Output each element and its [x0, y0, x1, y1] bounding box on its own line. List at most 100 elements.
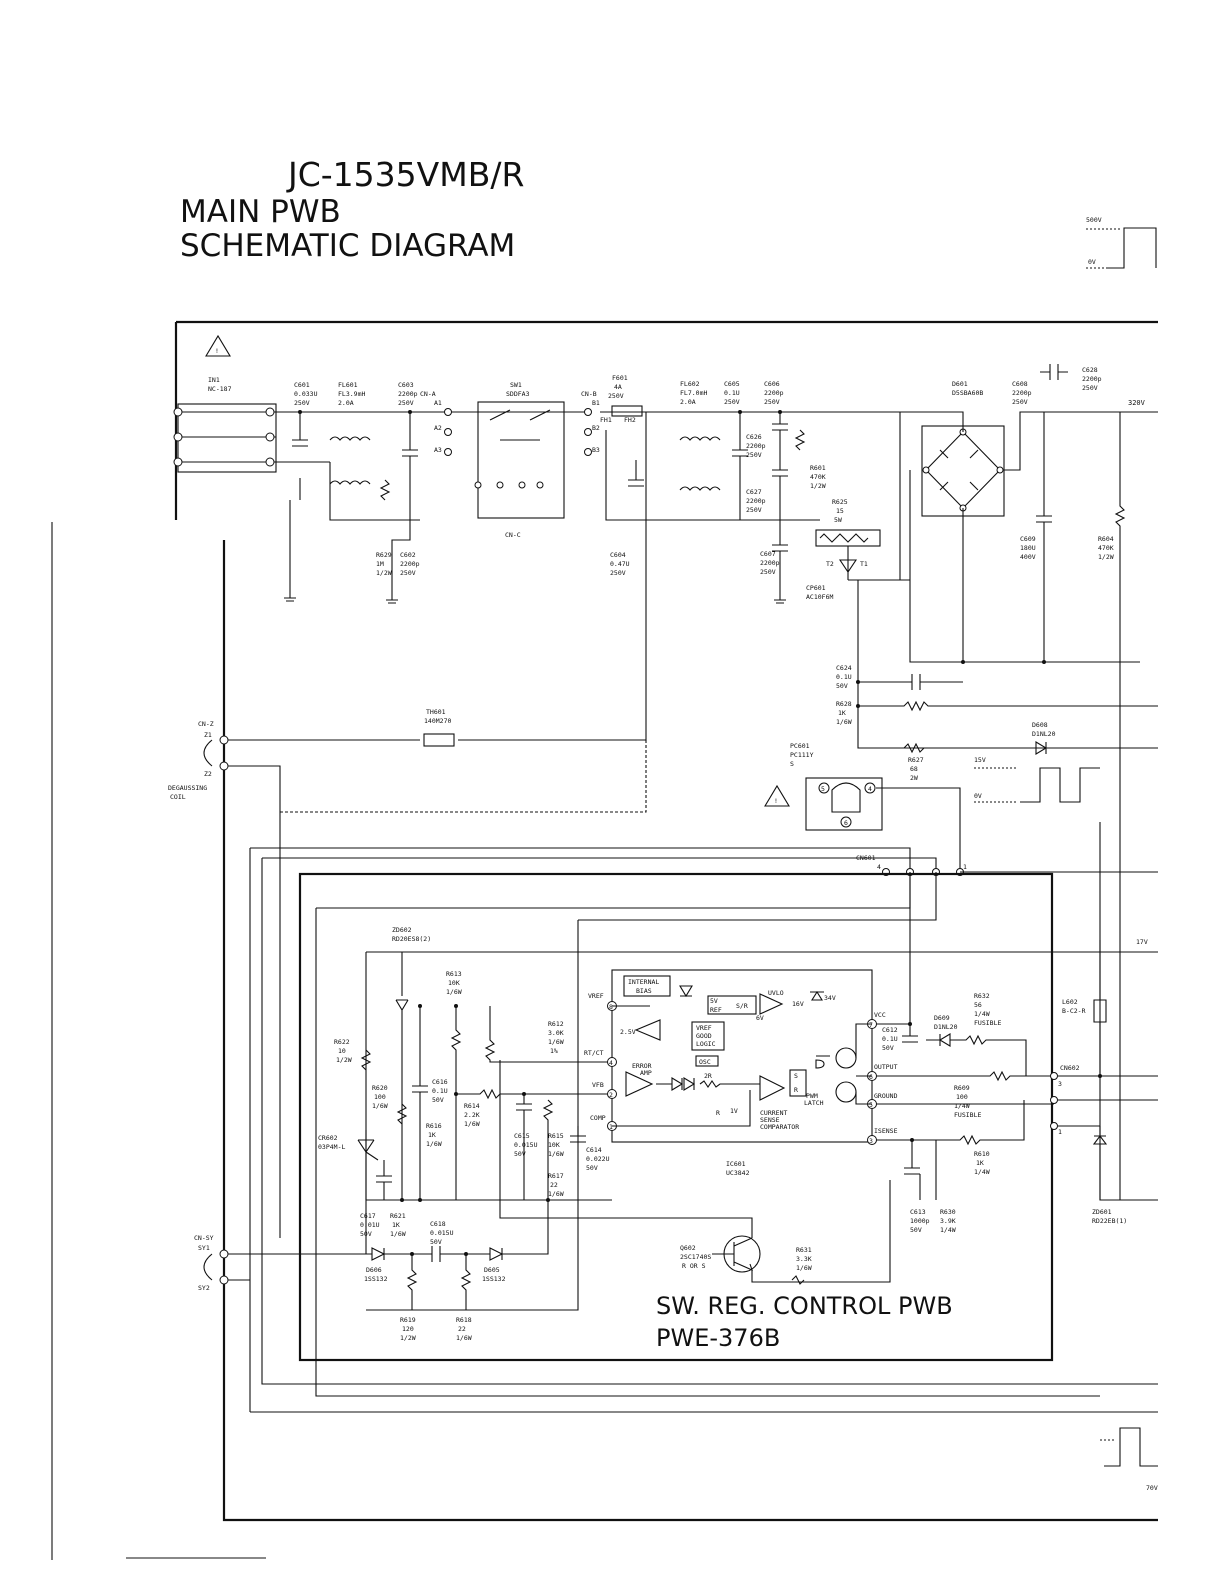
svg-text:1K: 1K [428, 1131, 436, 1139]
connector-cn-z: CN-Z Z1 Z2 [198, 720, 229, 778]
svg-text:50V: 50V [586, 1164, 598, 1172]
svg-text:1/4W: 1/4W [954, 1102, 970, 1110]
svg-text:7: 7 [869, 1021, 873, 1029]
r610-resistor [876, 1100, 1025, 1146]
r609-resistor [876, 1070, 1054, 1082]
svg-text:T2: T2 [826, 560, 834, 568]
diagram-title: SCHEMATIC DIAGRAM [180, 228, 515, 264]
svg-text:A3: A3 [434, 446, 442, 454]
r612-label: R612 [548, 1020, 564, 1028]
r632-label: R632 [974, 992, 990, 1000]
frame-left-lower [222, 540, 1158, 1522]
r604-label: R604 [1098, 535, 1114, 543]
c614-cap [570, 1126, 586, 1143]
c627-label: C627 [746, 488, 762, 496]
svg-text:B1: B1 [592, 399, 600, 407]
svg-text:REF: REF [710, 1006, 722, 1014]
r629-resistor [379, 479, 391, 501]
svg-text:70V: 70V [1146, 1484, 1158, 1492]
r631-label: R631 [796, 1246, 812, 1254]
r612-resistor [484, 1006, 612, 1063]
r618-label: R618 [456, 1316, 472, 1324]
svg-text:A2: A2 [434, 424, 442, 432]
svg-text:CR602: CR602 [318, 1134, 338, 1142]
r622-resistor [360, 1049, 372, 1071]
svg-text:5W: 5W [834, 516, 842, 524]
r627-label: R627 [908, 756, 924, 764]
r622-label: R622 [334, 1038, 350, 1046]
c615-label: C615 [514, 1132, 530, 1140]
svg-text:CN-A: CN-A [420, 390, 436, 398]
zd602-label: ZD602 [392, 926, 412, 934]
d608-diode [903, 741, 1048, 755]
svg-text:1/6W: 1/6W [456, 1334, 472, 1342]
connector-cn-sy: CN-SY SY1 SY2 [194, 1234, 316, 1292]
zd601-label: ZD601 [1092, 1208, 1112, 1216]
svg-text:FL602: FL602 [680, 380, 700, 388]
c612-cap [902, 1024, 918, 1043]
svg-text:50V: 50V [514, 1150, 526, 1158]
svg-text:UVLO: UVLO [768, 989, 784, 997]
b-plus-line [1004, 411, 1158, 471]
line-filter-fl602: FL602 FL7.0mH 2.0A [655, 380, 820, 491]
svg-text:250V: 250V [608, 392, 624, 400]
svg-text:1/6W: 1/6W [796, 1264, 812, 1272]
svg-text:GOOD: GOOD [696, 1032, 712, 1040]
svg-text:PC111Y: PC111Y [790, 751, 814, 759]
c601-label: C601 [294, 381, 310, 389]
d605-label: D605 [484, 1266, 500, 1274]
svg-text:100: 100 [374, 1093, 386, 1101]
r620-resistor [396, 1103, 408, 1125]
svg-text:0.015U: 0.015U [430, 1229, 454, 1237]
svg-text:1/6W: 1/6W [426, 1140, 442, 1148]
c616-cap [412, 1006, 428, 1200]
svg-text:15V: 15V [974, 756, 986, 764]
svg-text:CN602: CN602 [1060, 1064, 1080, 1072]
r601-resistor [794, 429, 806, 451]
svg-text:R OR S: R OR S [682, 1262, 706, 1270]
svg-text:COMPARATOR: COMPARATOR [760, 1123, 799, 1131]
r610-label: R610 [974, 1150, 990, 1158]
svg-text:FH1: FH1 [600, 416, 612, 424]
r621-label: R621 [390, 1212, 406, 1220]
c605-cap [732, 412, 748, 520]
svg-text:3.9K: 3.9K [940, 1217, 956, 1225]
svg-text:0.1U: 0.1U [882, 1035, 898, 1043]
svg-text:2200p: 2200p [746, 442, 766, 450]
c607-label: C607 [760, 550, 776, 558]
model-title: JC-1535VMB/R [286, 155, 524, 194]
svg-text:56: 56 [974, 1001, 982, 1009]
svg-text:470K: 470K [1098, 544, 1114, 552]
svg-text:FUSIBLE: FUSIBLE [954, 1111, 981, 1119]
svg-text:VREF: VREF [588, 992, 604, 1000]
c603-cap [391, 412, 418, 600]
svg-text:RD20ES8(2): RD20ES8(2) [392, 935, 431, 943]
svg-text:1/4W: 1/4W [974, 1010, 990, 1018]
svg-text:4: 4 [609, 1059, 613, 1067]
cn601-label: CN601 [856, 854, 876, 862]
svg-text:1K: 1K [976, 1159, 984, 1167]
svg-text:S: S [794, 1072, 798, 1080]
svg-text:1/6W: 1/6W [464, 1120, 480, 1128]
c628-label: C628 [1082, 366, 1098, 374]
ac-line [276, 411, 590, 521]
svg-text:1/2W: 1/2W [810, 482, 826, 490]
svg-text:F601: F601 [612, 374, 628, 382]
ic601-label: IC601 [726, 1160, 746, 1168]
svg-text:AMP: AMP [640, 1069, 652, 1077]
zener-zd601 [1092, 1126, 1158, 1201]
r614-label: R614 [464, 1102, 480, 1110]
svg-text:3: 3 [1058, 1080, 1062, 1088]
svg-text:68: 68 [910, 765, 918, 773]
svg-text:S/R: S/R [736, 1002, 748, 1010]
svg-text:4A: 4A [614, 383, 622, 391]
svg-text:250V: 250V [610, 569, 626, 577]
svg-text:1/6W: 1/6W [548, 1150, 564, 1158]
svg-text:Z2: Z2 [204, 770, 212, 778]
svg-text:R625: R625 [832, 498, 848, 506]
c613-label: C613 [910, 1208, 926, 1216]
svg-text:120: 120 [402, 1325, 414, 1333]
svg-text:ISENSE: ISENSE [874, 1127, 898, 1135]
caution-icon-2: ! [764, 784, 790, 807]
